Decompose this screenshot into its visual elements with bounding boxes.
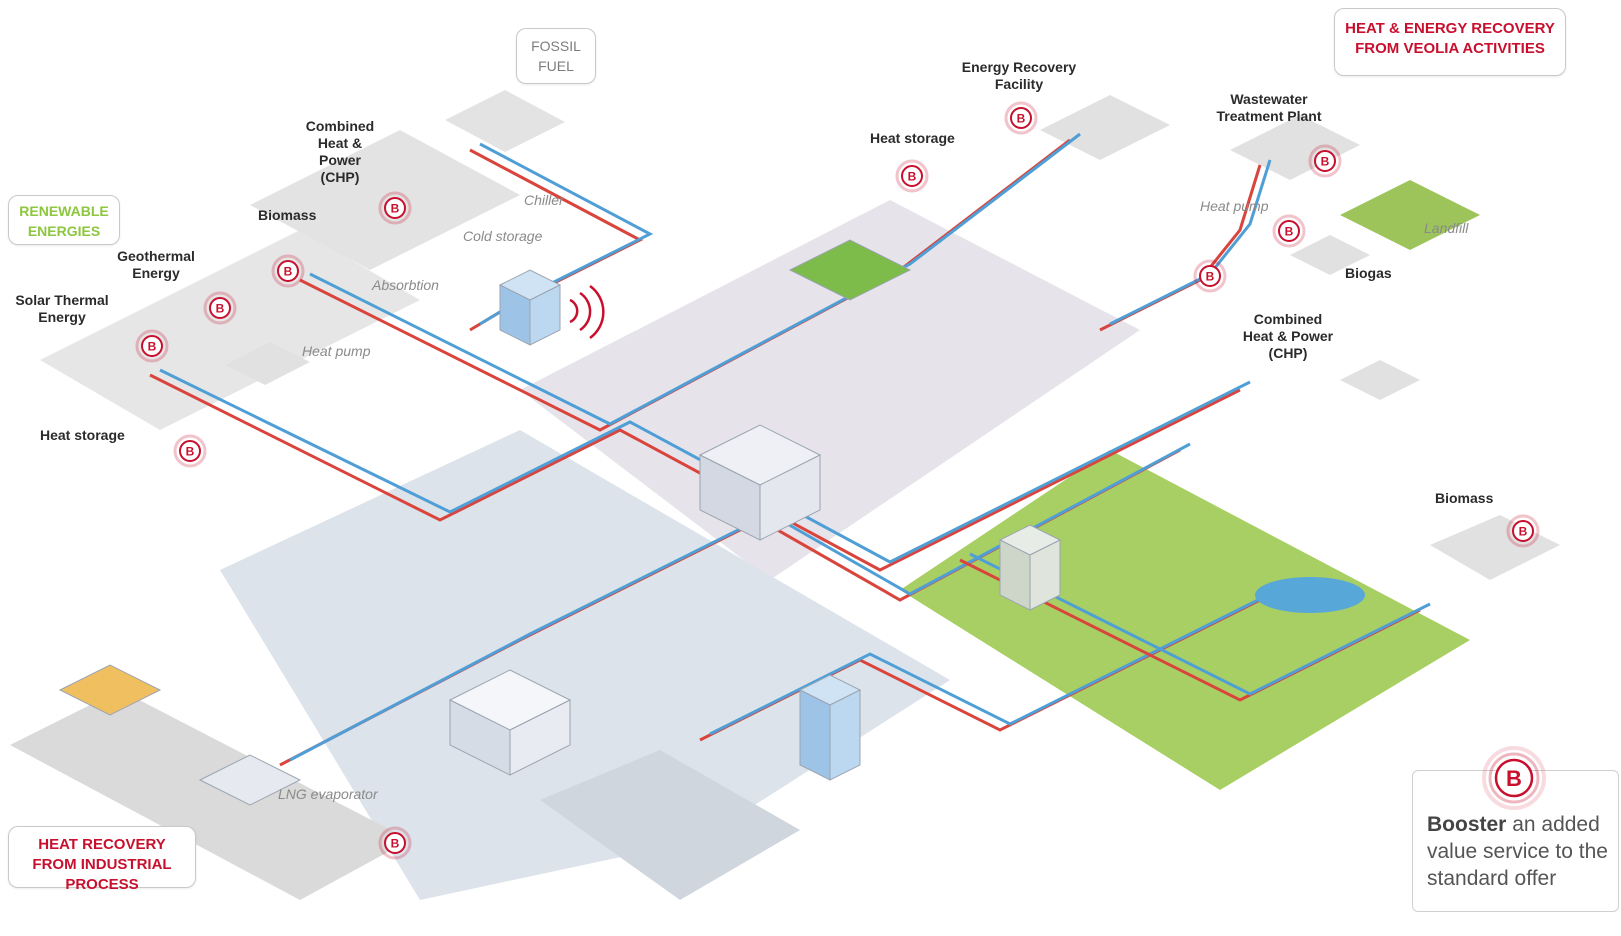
geothermal-label: Geothermal Energy (117, 248, 195, 281)
heat-storage-left-label: Heat storage (40, 427, 125, 443)
chiller-label: Chiller (524, 192, 564, 208)
booster-badge-icon: B (1193, 259, 1227, 293)
stadium (788, 239, 912, 301)
ground-plates (10, 90, 1560, 900)
chp-left-label: Combined Heat & Power (CHP) (305, 118, 375, 185)
fossil-plate (445, 90, 565, 152)
landfill-label: Landfill (1424, 220, 1469, 236)
biogas-label: Biogas (1345, 265, 1392, 281)
booster-badge-icon: B (1308, 144, 1342, 178)
booster-badge-icon: B (203, 291, 237, 325)
renewable-energies-text: RENEWABLE ENERGIES (19, 203, 109, 239)
eco-building (998, 524, 1062, 611)
industrial-plate (10, 690, 410, 900)
biomass-left-label: Biomass (258, 207, 317, 223)
booster-badge-letter: B (186, 445, 195, 459)
booster-badge-letter: B (391, 202, 400, 216)
ecodistrict-plate (900, 450, 1470, 790)
booster-badge-letter: B (1321, 155, 1330, 169)
veolia-recovery-callout: HEAT & ENERGY RECOVERY FROM VEOLIA ACTIV… (1334, 8, 1566, 76)
lng-evaporator-label: LNG evaporator (278, 786, 378, 802)
glass-tower (798, 674, 862, 781)
booster-badge-icon: B (271, 254, 305, 288)
booster-legend-bold: Booster (1427, 813, 1507, 836)
lake (1255, 577, 1365, 613)
signal-icon (569, 284, 605, 340)
chp-right-label: Combined Heat & Power (CHP) (1242, 311, 1334, 361)
cold-pipe (709, 592, 1271, 736)
booster-badge-icon: B (135, 329, 169, 363)
chp-plate (250, 130, 520, 270)
wastewater-label: Wastewater Treatment Plant (1216, 91, 1322, 124)
industrial-recovery-callout: HEAT RECOVERY FROM INDUSTRIAL PROCESS (8, 826, 196, 893)
city-center-plate (520, 200, 1140, 580)
energy-recovery-label: Energy Recovery Facility (961, 59, 1077, 92)
industrial-recovery-text: HEAT RECOVERY FROM INDUSTRIAL PROCESS (32, 836, 172, 893)
solar-thermal-label: Solar Thermal Energy (15, 292, 109, 325)
booster-badge-icon: B (1506, 514, 1540, 548)
booster-badge-letter: B (284, 265, 293, 279)
absorbtion-label: Absorbtion (372, 277, 439, 293)
cold-pipe (159, 368, 1251, 564)
pipe-network (149, 132, 1431, 767)
booster-badge-letter: B (1017, 112, 1026, 126)
hot-pipe (149, 373, 1241, 572)
booster-badge-icon: B (378, 191, 412, 225)
fossil-fuel-callout: FOSSIL FUEL (516, 28, 596, 84)
veolia-tower (498, 269, 562, 346)
booster-legend-letter: B (1506, 766, 1522, 791)
booster-badge-letter: B (216, 302, 225, 316)
biogas-plate (1290, 235, 1370, 275)
industrial-plant (58, 664, 302, 806)
booster-badge-letter: B (908, 170, 917, 184)
booster-badge-icon: B (173, 434, 207, 468)
booster-legend-text: Booster an added value service to the st… (1427, 811, 1618, 892)
booster-badge-letter: B (1285, 225, 1294, 239)
landfill-plate (1340, 180, 1480, 250)
cold-pipe (309, 132, 1081, 426)
veolia-recovery-text: HEAT & ENERGY RECOVERY FROM VEOLIA ACTIV… (1345, 20, 1555, 57)
fossil-fuel-text: FOSSIL FUEL (531, 38, 581, 74)
office-block (698, 424, 822, 541)
veolia-ground-plate (1040, 95, 1170, 160)
parking-plate (540, 750, 800, 900)
hot-pipe (1099, 164, 1262, 332)
booster-badge-icon: B (1272, 214, 1306, 248)
heat-pump-left-label: Heat pump (302, 343, 371, 359)
cold-pipe (1109, 159, 1272, 326)
wastewater-plate (1230, 115, 1360, 180)
biomass-right-label: Biomass (1435, 490, 1494, 506)
heatpump-plate (225, 342, 310, 385)
biomass-right-plate (1430, 515, 1560, 580)
booster-legend-icon: B (1482, 746, 1546, 810)
renewable-energies-callout: RENEWABLE ENERGIES (8, 195, 120, 245)
buildings (58, 239, 1365, 806)
booster-badge-icon: B (378, 826, 412, 860)
booster-badge-letter: B (1519, 525, 1528, 539)
booster-badge-letter: B (391, 837, 400, 851)
booster-badge-icon: B (895, 159, 929, 193)
booster-badge-letter: B (1206, 270, 1215, 284)
booster-badge-letter: B (148, 340, 157, 354)
cold-storage-label: Cold storage (463, 228, 543, 244)
cold-pipe (969, 552, 1431, 696)
booster-legend-desc: an added value service to the standard o… (1427, 813, 1608, 890)
heat-pump-right-label: Heat pump (1200, 198, 1269, 214)
heat-storage-center-label: Heat storage (870, 130, 955, 146)
booster-badge-icon: B (1004, 101, 1038, 135)
booster-badges: B B B B B (135, 101, 1540, 860)
pylon-plate (1340, 360, 1420, 400)
hospital (448, 669, 572, 776)
commercial-plate (220, 430, 950, 900)
booster-legend: B Booster an added value service to the … (1412, 746, 1619, 912)
